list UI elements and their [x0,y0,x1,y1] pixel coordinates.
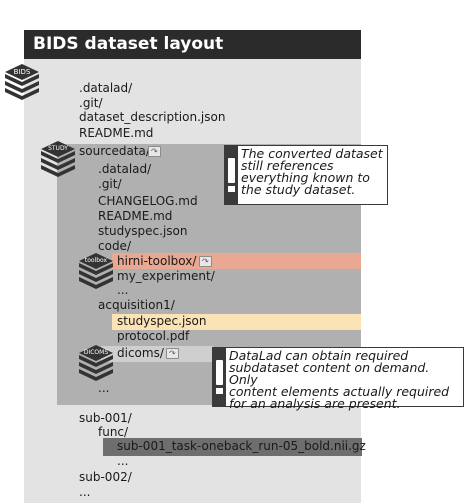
func-ellipsis: ... [117,454,129,468]
datalad-callout-text: DataLad can obtain required subdataset c… [229,348,450,411]
exclamation-icon [228,158,235,192]
datalad-callout: DataLad can obtain required subdataset c… [212,347,464,411]
toolbox-subdataset-marker: ↷ [202,257,209,266]
dicoms-subdataset-marker: ↷ [169,349,176,358]
study-dataset-callout: The converted dataset still references e… [224,145,388,205]
source-item-git: .git/ [98,177,122,191]
root-item-datalad: .datalad/ [79,81,133,95]
acquisition-protocol: protocol.pdf [117,329,190,343]
acquisition1-folder: acquisition1/ [98,298,175,312]
dicoms-region [101,346,213,362]
bold-file-highlight [103,438,362,456]
root-item-readme: README.md [79,126,154,140]
studyspec-highlight [112,314,361,330]
source-item-changelog: CHANGELOG.md [98,194,198,208]
subdataset-marker: ↷ [151,147,158,156]
source-item-datalad: .datalad/ [98,162,152,176]
dicoms-folder: dicoms/ [117,346,164,360]
sub-001-folder: sub-001/ [79,411,132,425]
sourcedata-folder: sourcedata/ [79,144,150,158]
dicoms-dataset-icon: DICOMS [76,345,116,387]
callout-bar [213,348,226,406]
exclamation-icon [216,360,223,394]
dicoms-icon-label: DICOMS [83,349,109,356]
root-item-description: dataset_description.json [79,110,226,124]
my-experiment-folder: my_experiment/ [117,269,215,283]
root-item-git: .git/ [79,96,103,110]
code-ellipsis: ... [117,283,129,297]
func-folder: func/ [98,425,129,439]
toolbox-subdataset-link-icon: ↷ [199,256,212,267]
study-icon-label: STUDY [48,145,68,152]
panel-title: BIDS dataset layout [24,30,361,59]
study-dataset-icon: STUDY [38,141,78,183]
toolbox-highlight [112,253,361,269]
source-item-readme: README.md [98,209,173,223]
subdataset-link-icon: ↷ [148,146,161,157]
study-callout-text: The converted dataset still references e… [241,146,383,197]
hirni-toolbox-folder: hirni-toolbox/ [117,254,197,268]
toolbox-icon-label: toolbox [84,257,108,264]
source-item-code: code/ [98,239,131,253]
callout-bar [225,146,238,204]
toolbox-dataset-icon: toolbox [76,253,116,295]
acquisition-studyspec: studyspec.json [117,314,207,328]
bold-file: sub-001_task-oneback_run-05_bold.nii.gz [117,439,366,453]
bids-dataset-icon: BIDS [2,64,42,106]
bids-icon-label: BIDS [13,68,31,76]
sourcedata-ellipsis: ... [98,381,110,395]
dicoms-subdataset-link-icon: ↷ [166,348,179,359]
sub-002-folder: sub-002/ [79,470,132,484]
tree-end-ellipsis: ... [79,485,91,499]
source-item-studyspec: studyspec.json [98,224,188,238]
